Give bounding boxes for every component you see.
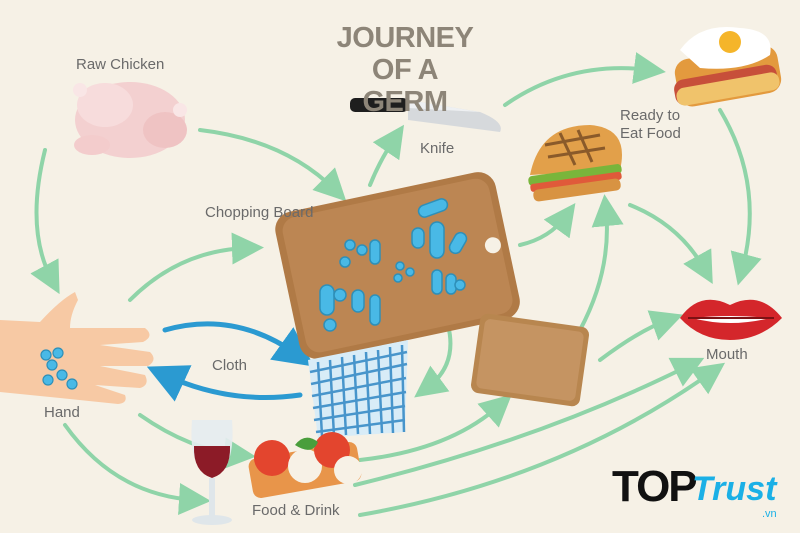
label-mouth: Mouth: [706, 346, 748, 363]
raw-chicken-icon: [73, 82, 187, 158]
germ-icon: [339, 256, 351, 268]
fried-egg-toast-icon: [674, 26, 782, 107]
arrow-hand-to-fooddrink: [63, 423, 211, 515]
logo-domain: .vn: [762, 508, 777, 520]
label-food-and-drink: Food & Drink: [252, 502, 340, 519]
arrow-hand-to-cloth: [162, 321, 315, 367]
arrow-fooddrink-to-mouth: [358, 362, 726, 517]
arrow-caprese-to-smallboard: [358, 394, 512, 462]
germ-icon: [351, 289, 365, 313]
germ-icon: [454, 279, 466, 291]
toptrust-logo: TOP Trust .vn: [612, 462, 792, 522]
knife-icon: [350, 98, 501, 132]
arrow-smallboard-to-mouth: [598, 310, 684, 362]
arrow-knife-to-eggtoast: [503, 52, 666, 107]
arrow-cloth-to-hand: [146, 365, 303, 402]
caprese-icon: [248, 432, 362, 498]
sandwich-icon: [528, 125, 622, 202]
germ-icon: [395, 261, 405, 271]
arrow-board-to-knife: [368, 124, 405, 187]
germ-icon: [393, 273, 403, 283]
infographic-title: JOURNEY OF A GERM: [330, 22, 480, 118]
arrow-eggtoast-to-mouth: [718, 108, 762, 286]
title-line-1: JOURNEY: [336, 22, 474, 54]
arrow-hand-to-board: [128, 232, 264, 302]
germ-icon: [344, 239, 356, 251]
arrow-chicken-to-board: [198, 128, 347, 202]
label-ready-line-1: Ready to: [620, 107, 681, 124]
germ-icon: [369, 239, 381, 265]
label-ready-to-eat-food: Ready to Eat Food: [620, 107, 681, 143]
germ-icon: [429, 221, 445, 259]
hand-icon: [0, 292, 154, 404]
wine-glass-icon: [191, 420, 233, 525]
logo-top: TOP: [612, 462, 698, 511]
label-chopping-board: Chopping Board: [205, 204, 314, 221]
germ-icon: [333, 288, 347, 302]
germ-icon: [323, 318, 337, 332]
arrow-sandwich-to-mouth: [628, 203, 713, 284]
logo-trust: Trust: [692, 470, 777, 508]
arrow-smallboard-to-sandwich: [578, 194, 624, 332]
small-board-icon: [471, 313, 589, 407]
title-line-2: OF A GERM: [362, 54, 449, 118]
germ-icon: [369, 294, 381, 326]
lips-icon: [680, 299, 782, 340]
germ-icon: [319, 284, 335, 316]
label-cloth: Cloth: [212, 357, 248, 374]
arrow-board-to-smallboard: [414, 323, 453, 398]
arrow-chicken-to-hand: [30, 148, 60, 295]
label-raw-chicken: Raw Chicken: [76, 56, 165, 73]
blue-arrows: [146, 321, 315, 402]
arrow-caprese-to-mouth: [353, 357, 705, 487]
cloth-icon: [308, 340, 408, 438]
label-ready-line-2: Eat Food: [620, 125, 681, 142]
germ-icon: [417, 198, 449, 218]
label-hand: Hand: [44, 404, 80, 421]
germ-icon: [411, 227, 425, 249]
label-knife: Knife: [420, 140, 455, 157]
germ-icon: [356, 244, 368, 256]
germ-icon: [431, 269, 443, 295]
germ-icon: [405, 267, 415, 277]
germ-cluster-board: [319, 198, 468, 332]
germ-icon: [448, 231, 468, 255]
arrow-board-to-sandwich: [518, 203, 576, 247]
germ-cluster-hand: [40, 347, 78, 390]
